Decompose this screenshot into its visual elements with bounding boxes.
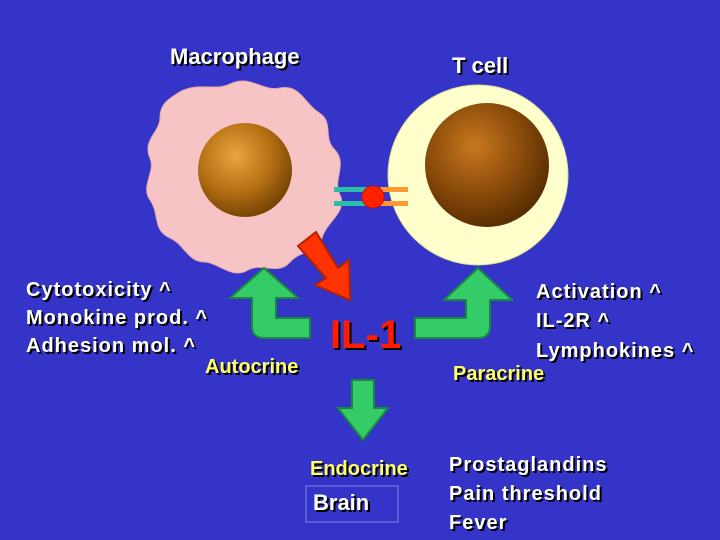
endocrine-label: Endocrine — [310, 458, 408, 480]
endocrine-arrow — [335, 379, 391, 442]
tcell-nucleus — [425, 103, 549, 227]
macrophage-nucleus — [198, 123, 292, 217]
autocrine-arrow — [227, 266, 311, 339]
macrophage-label: Macrophage — [170, 44, 300, 69]
right-effect-1: Activation ^ — [536, 281, 662, 303]
brain-label: Brain — [313, 490, 370, 515]
systemic-effect-3: Fever — [449, 512, 508, 534]
tcell-label: T cell — [452, 53, 509, 78]
secretion-arrow — [296, 230, 352, 302]
paracrine-label: Paracrine — [453, 363, 545, 385]
receptor-complex — [334, 185, 408, 209]
left-effect-1: Cytotoxicity ^ — [26, 279, 172, 301]
right-effect-2: IL-2R ^ — [536, 310, 611, 332]
systemic-effect-2: Pain threshold — [449, 483, 602, 505]
il1-label: IL-1 — [330, 313, 402, 357]
left-effect-2: Monokine prod. ^ — [26, 307, 209, 329]
left-effect-3: Adhesion mol. ^ — [26, 335, 197, 357]
brain-box — [305, 485, 399, 523]
paracrine-arrow — [414, 266, 515, 339]
systemic-effect-1: Prostaglandins — [449, 454, 608, 476]
autocrine-label: Autocrine — [205, 356, 299, 378]
right-effect-3: Lymphokines ^ — [536, 340, 695, 362]
